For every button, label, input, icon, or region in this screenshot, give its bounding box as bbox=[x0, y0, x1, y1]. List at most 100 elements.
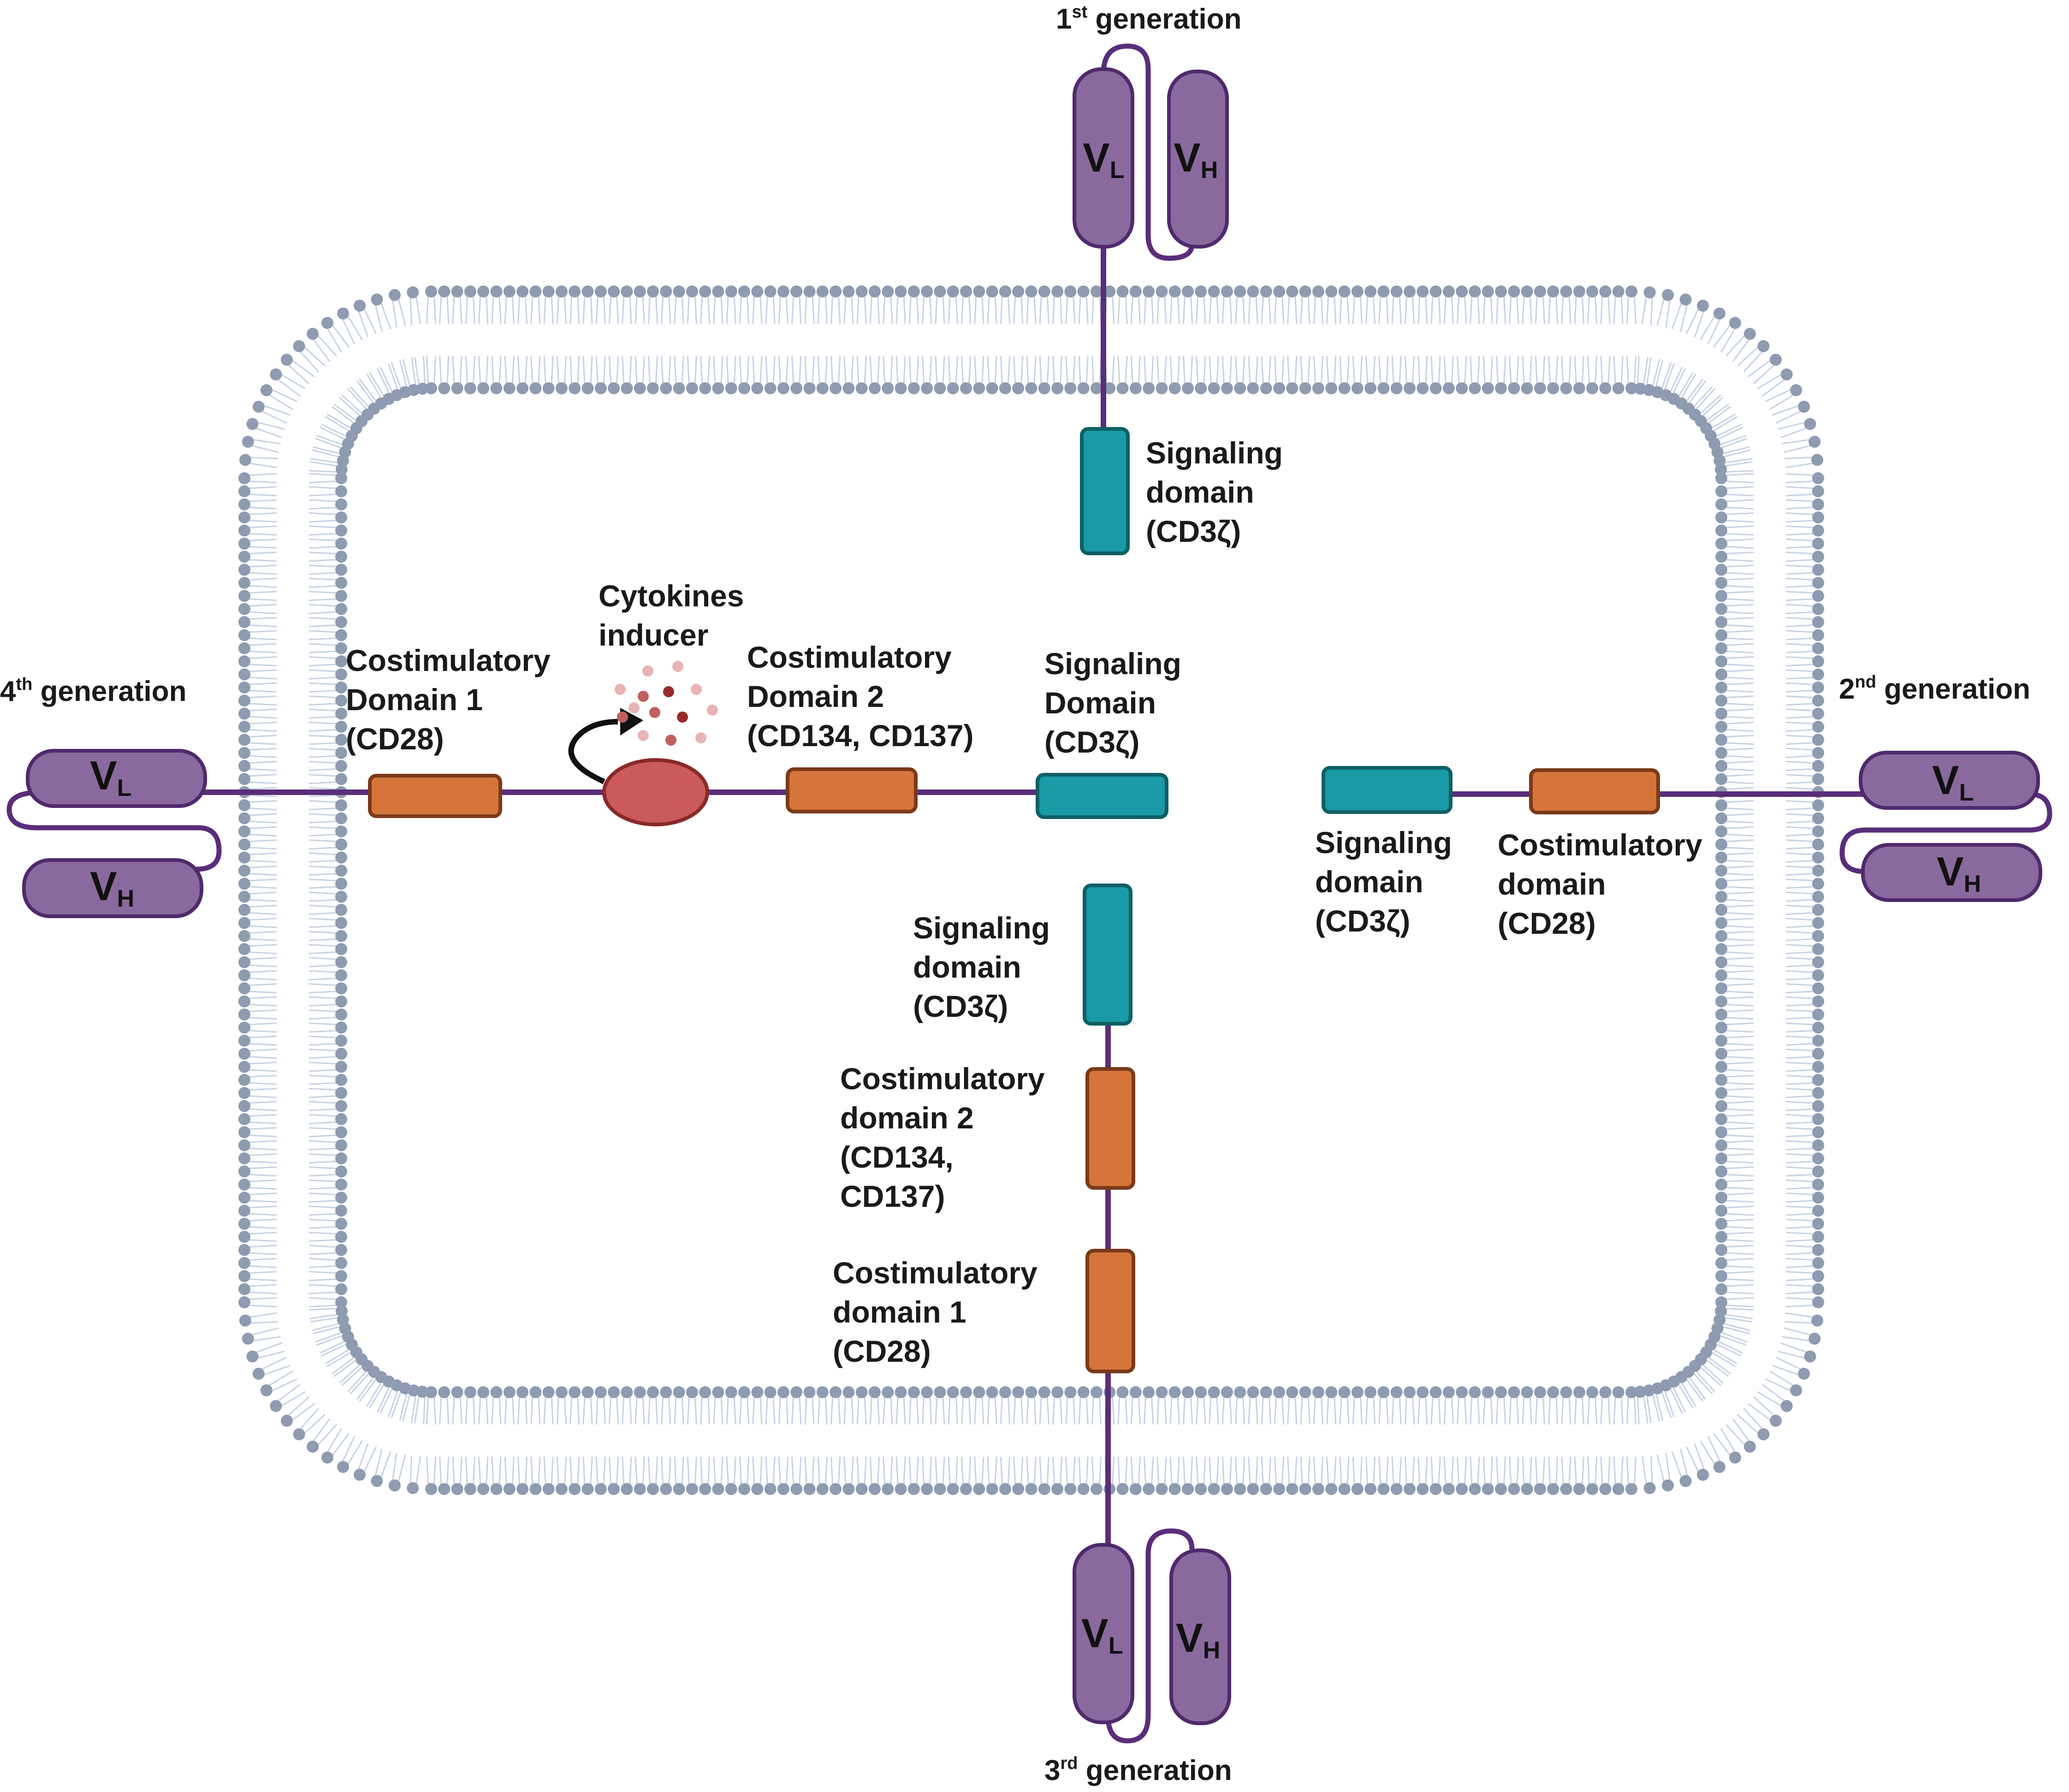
lipid-tail bbox=[308, 820, 342, 824]
lipid-tail bbox=[1679, 1448, 1689, 1481]
lipid-tail bbox=[974, 1456, 977, 1489]
lipid-tail bbox=[244, 708, 277, 712]
lipid-tail bbox=[1033, 356, 1037, 389]
lipid-head bbox=[1534, 285, 1546, 297]
lipid-tail bbox=[265, 392, 293, 410]
lipid-tail bbox=[308, 480, 342, 484]
lipid-tail bbox=[1721, 1218, 1754, 1222]
lipid-tail bbox=[661, 291, 664, 324]
lipid-tail bbox=[308, 1043, 342, 1046]
lipid-tail bbox=[968, 291, 972, 324]
lipid-tail bbox=[981, 1456, 984, 1489]
lipid-tail bbox=[339, 397, 364, 420]
lipid-head bbox=[1195, 1483, 1207, 1495]
lipid-tail bbox=[244, 637, 277, 641]
lipid-tail bbox=[1721, 564, 1754, 568]
gen4-costim2-domain bbox=[786, 767, 918, 813]
lipid-tail bbox=[1581, 1456, 1584, 1489]
lipid-tail bbox=[1785, 865, 1819, 869]
lipid-head bbox=[1812, 472, 1824, 484]
lipid-tail bbox=[332, 1354, 359, 1375]
lipid-head bbox=[451, 382, 463, 394]
lipid-tail bbox=[634, 1456, 638, 1489]
lipid-tail bbox=[616, 1392, 619, 1425]
lipid-head bbox=[1351, 285, 1364, 297]
lipid-head bbox=[425, 382, 437, 394]
lipid-tail bbox=[244, 721, 277, 725]
lipid-tail bbox=[1721, 852, 1754, 856]
lipid-head bbox=[238, 1021, 250, 1034]
lipid-tail bbox=[308, 473, 342, 476]
lipid-head bbox=[1715, 1087, 1727, 1099]
lipid-tail bbox=[1785, 1153, 1819, 1157]
lipid-head bbox=[1299, 285, 1311, 297]
lipid-tail bbox=[1785, 860, 1819, 863]
lipid-head bbox=[1143, 382, 1155, 394]
lipid-head bbox=[238, 995, 250, 1008]
lipid-head bbox=[1715, 524, 1727, 537]
lipid-head bbox=[764, 1386, 777, 1398]
lipid-tail bbox=[426, 1456, 429, 1489]
lipid-tail bbox=[1785, 951, 1819, 955]
lipid-tail bbox=[244, 983, 277, 986]
lipid-head bbox=[238, 1034, 250, 1047]
lipid-tail bbox=[1372, 1456, 1376, 1489]
lipid-head bbox=[1812, 655, 1824, 668]
lipid-tail bbox=[244, 872, 277, 876]
lipid-tail bbox=[1721, 760, 1754, 764]
lipid-tail bbox=[1785, 558, 1819, 562]
lipid-tail bbox=[1785, 1226, 1819, 1229]
lipid-tail bbox=[1785, 1173, 1819, 1177]
lipid-tail bbox=[524, 1392, 528, 1425]
lipid-tail bbox=[1757, 371, 1786, 390]
lipid-head bbox=[425, 1386, 437, 1398]
lipid-tail bbox=[426, 291, 429, 324]
lipid-tail bbox=[1542, 291, 1546, 324]
lipid-tail bbox=[785, 1392, 789, 1425]
lipid-tail bbox=[1721, 938, 1754, 941]
cell-membrane-bilayer bbox=[238, 285, 1824, 1495]
lipid-tail bbox=[1785, 839, 1819, 843]
lipid-tail bbox=[530, 291, 534, 324]
lipid-head bbox=[960, 382, 972, 394]
lipid-tail bbox=[916, 291, 919, 324]
lipid-tail bbox=[955, 291, 958, 324]
lipid-tail bbox=[1718, 446, 1750, 456]
lipid-tail bbox=[987, 356, 990, 389]
lipid-tail bbox=[308, 1199, 342, 1203]
lipid-tail bbox=[465, 1456, 468, 1489]
lipid-tail bbox=[1516, 1392, 1519, 1425]
lipid-tail bbox=[472, 1392, 475, 1425]
lipid-head bbox=[1715, 904, 1727, 916]
lipid-tail bbox=[1667, 367, 1683, 397]
lipid-tail bbox=[1696, 394, 1722, 417]
lipid-head bbox=[1812, 956, 1824, 968]
lipid-head bbox=[542, 285, 555, 297]
lipid-head bbox=[1482, 285, 1494, 297]
lipid-tail bbox=[244, 624, 277, 628]
lipid-tail bbox=[308, 742, 342, 745]
lipid-head bbox=[1077, 1386, 1090, 1398]
lipid-tail bbox=[1785, 918, 1819, 921]
lipid-head bbox=[238, 1217, 250, 1230]
lipid-head bbox=[1757, 1428, 1770, 1441]
lipid-tail bbox=[350, 1369, 373, 1394]
lipid-tail bbox=[1072, 356, 1076, 389]
lipid-head bbox=[1156, 382, 1168, 394]
lipid-head bbox=[335, 681, 347, 694]
lipid-tail bbox=[472, 1456, 475, 1489]
lipid-head bbox=[1715, 930, 1727, 942]
lipid-tail bbox=[1307, 291, 1310, 324]
cytokine-particle bbox=[638, 691, 649, 702]
lipid-tail bbox=[1385, 356, 1389, 389]
lipid-head bbox=[490, 1386, 503, 1398]
lipid-tail bbox=[1287, 1392, 1290, 1425]
cytokine-particle bbox=[649, 707, 660, 718]
lipid-tail bbox=[798, 1392, 802, 1425]
lipid-tail bbox=[1352, 1392, 1356, 1425]
lipid-tail bbox=[1542, 1392, 1546, 1425]
lipid-head bbox=[1812, 537, 1824, 550]
lipid-head bbox=[1715, 1034, 1727, 1047]
lipid-head bbox=[790, 1483, 803, 1495]
lipid-head bbox=[973, 285, 985, 297]
